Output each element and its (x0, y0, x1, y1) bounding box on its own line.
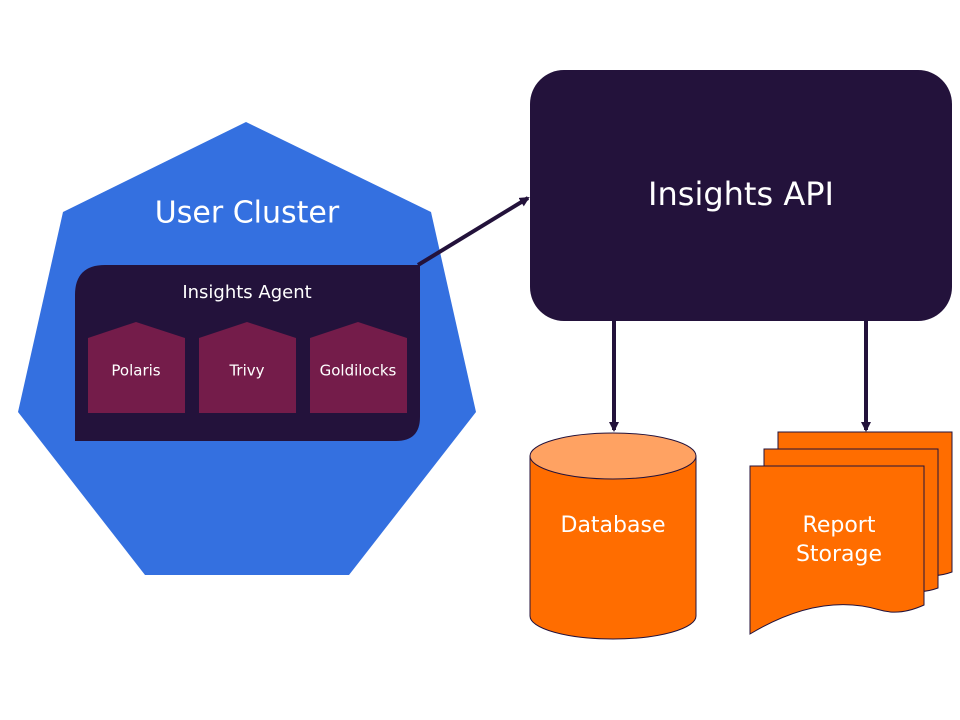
user-cluster-label: User Cluster (155, 196, 340, 231)
report-storage-label-line2: Storage (796, 542, 882, 567)
plugin-trivy-label: Trivy (228, 362, 264, 380)
plugin-polaris-label: Polaris (111, 362, 160, 380)
arrow-agent-to-api (416, 196, 530, 267)
plugin-goldilocks (310, 322, 407, 413)
database-label: Database (561, 513, 666, 538)
database-cylinder (529, 432, 697, 640)
report-storage-stack (749, 431, 953, 635)
plugin-trivy (199, 322, 296, 413)
report-storage-label-line1: Report (803, 513, 876, 538)
plugin-goldilocks-label: Goldilocks (320, 362, 397, 380)
plugin-polaris (88, 322, 185, 413)
insights-api-box (530, 70, 952, 321)
insights-api-label: Insights API (648, 175, 834, 213)
insights-agent-label: Insights Agent (182, 282, 311, 303)
